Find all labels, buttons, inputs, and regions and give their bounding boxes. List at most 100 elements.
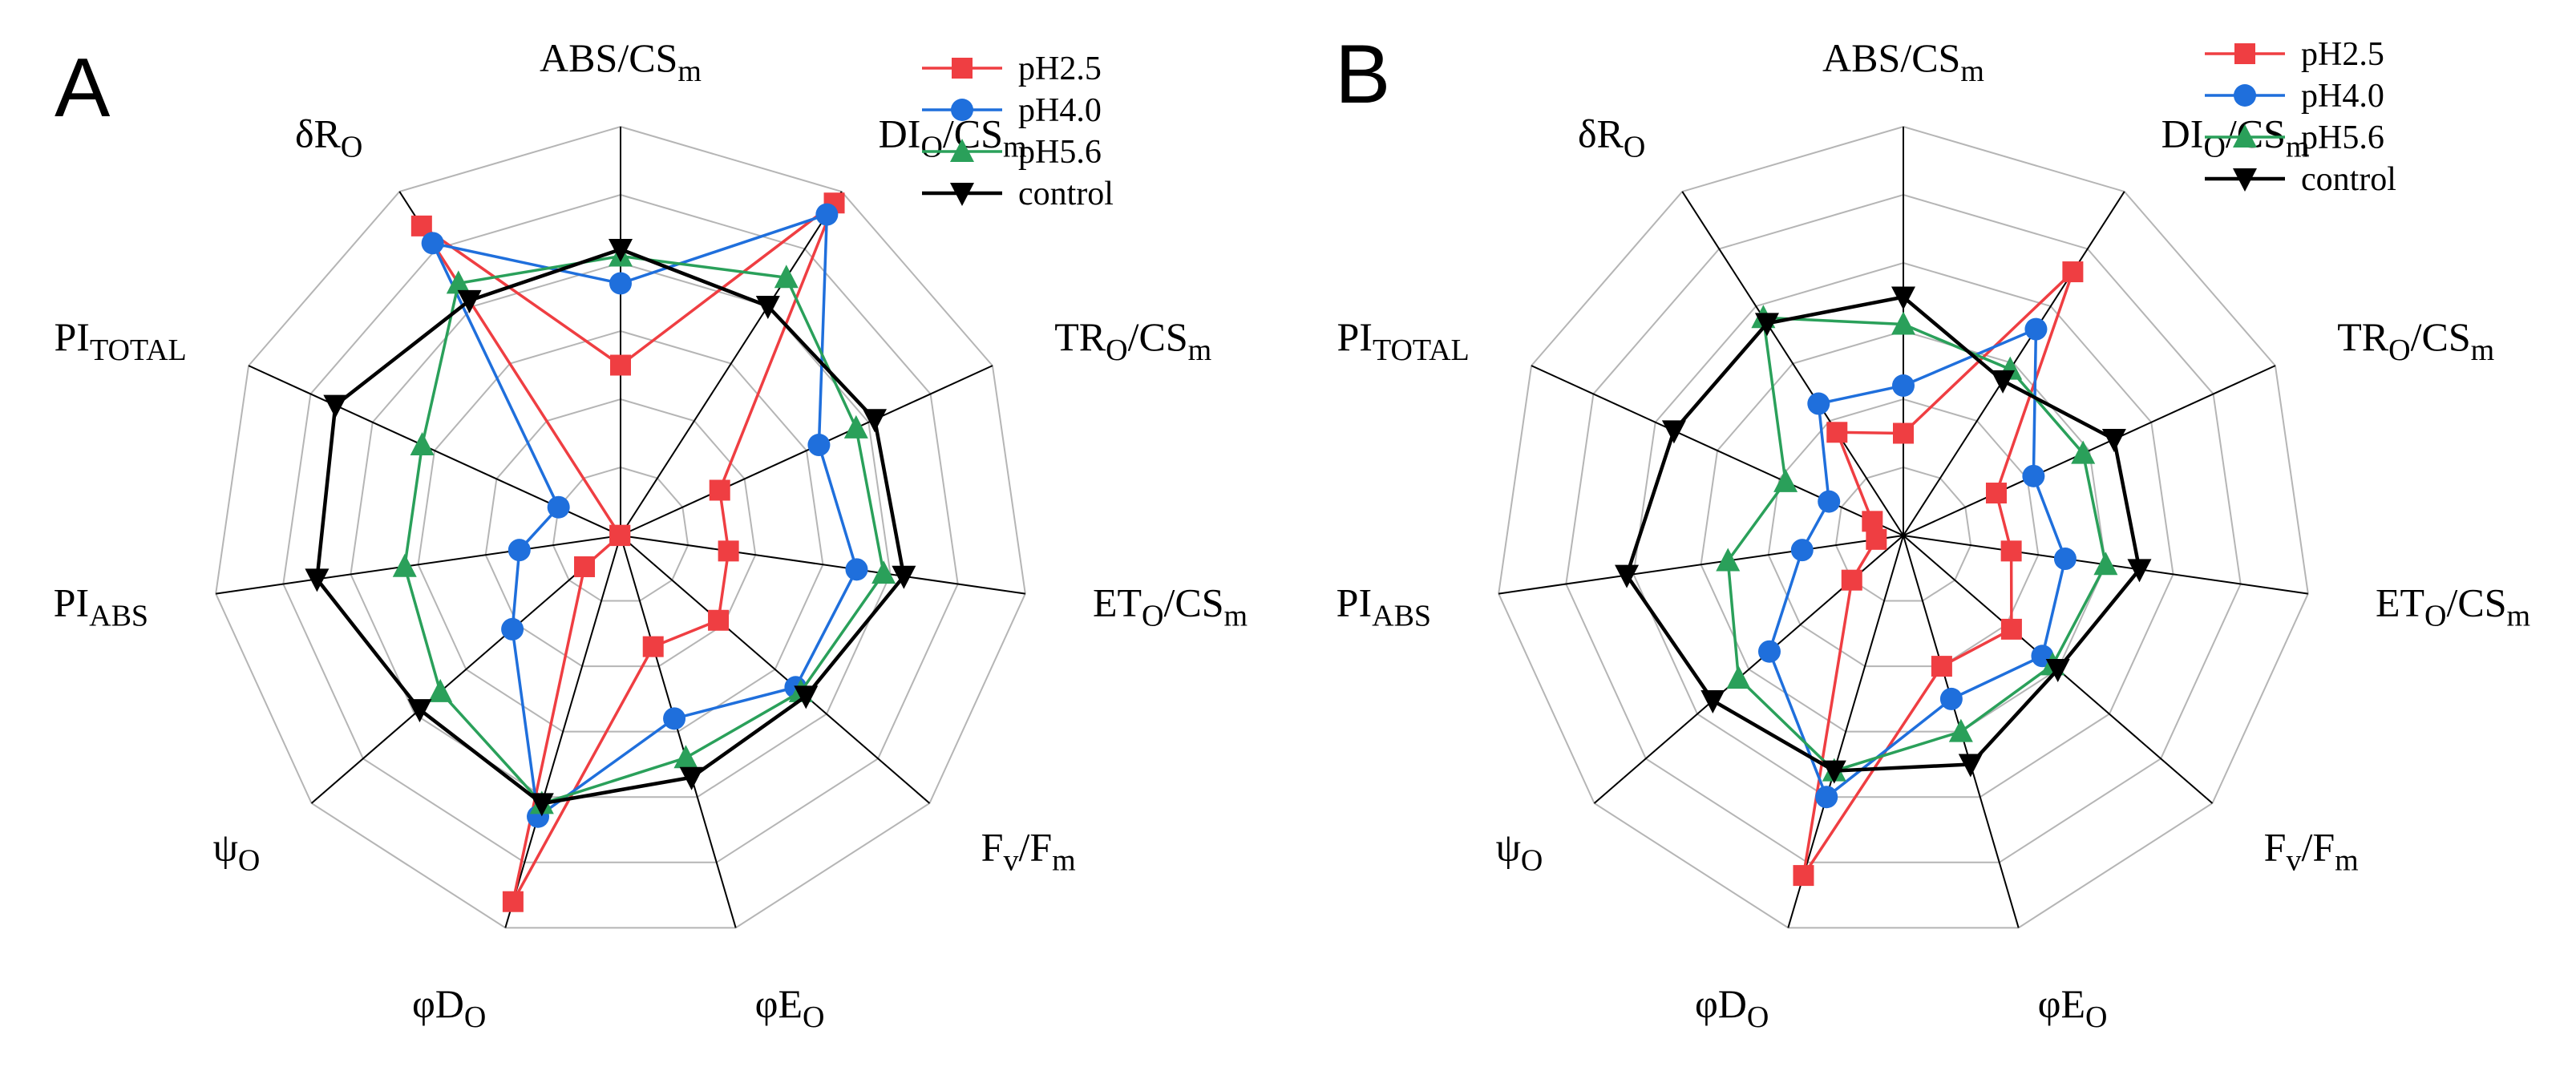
data-point <box>2101 428 2126 452</box>
series-line <box>402 254 885 806</box>
data-point <box>1793 865 1814 887</box>
grid-ring <box>1565 193 2242 863</box>
data-point <box>1826 422 1848 443</box>
data-point <box>2071 440 2096 464</box>
series-line <box>315 247 906 806</box>
data-point <box>1615 564 1640 588</box>
axis-label: DIO/CSm <box>2161 111 2310 164</box>
axis-label: φEO <box>755 981 825 1034</box>
data-point <box>1818 490 1841 513</box>
data-point <box>1948 718 1973 742</box>
grid-ring <box>1767 398 2040 668</box>
axis-label: ABS/CSm <box>1822 35 1984 88</box>
data-point <box>2022 464 2045 487</box>
data-point <box>1773 468 1798 492</box>
data-point <box>392 553 417 577</box>
series-line <box>1624 295 2141 773</box>
grid-ring <box>215 125 1026 929</box>
axis-labels: ABS/CSmDIO/CSmTRO/CSmETO/CSmFv/FmφEOφDOψ… <box>1337 35 2530 1034</box>
data-point <box>679 766 704 790</box>
data-point <box>610 354 631 376</box>
data-point <box>2127 559 2152 583</box>
data-point <box>1891 311 1915 335</box>
data-point <box>1661 420 1686 444</box>
data-point <box>718 540 739 562</box>
series-line <box>420 199 838 903</box>
legend-label: pH2.5 <box>2301 36 2384 73</box>
data-point <box>446 270 471 294</box>
data-point <box>1891 286 1915 310</box>
axis-spoke <box>310 535 621 804</box>
data-point <box>843 414 868 439</box>
data-point <box>1790 539 1814 562</box>
data-point <box>708 609 730 631</box>
axis-label: δRO <box>1578 111 1645 164</box>
data-point <box>502 891 524 912</box>
data-point <box>1807 392 1830 415</box>
legend-marker <box>2234 43 2255 64</box>
axis-label: ψO <box>1496 825 1543 878</box>
data-point <box>501 617 524 641</box>
data-point <box>1754 313 1779 337</box>
axis-spoke <box>1531 365 1904 536</box>
grid-ring <box>1498 125 2309 929</box>
data-point <box>794 685 819 709</box>
legend: pH2.5 pH4.0 pH5.6 control <box>2205 36 2396 198</box>
data-point <box>323 394 348 418</box>
data-point <box>574 556 596 577</box>
legend-marker <box>952 58 973 79</box>
data-point <box>529 793 554 817</box>
series-line <box>430 212 859 819</box>
data-point <box>609 272 632 295</box>
legend-marker <box>950 139 974 162</box>
data-point <box>457 289 482 313</box>
data-point <box>428 678 453 702</box>
axis-label: PITOTAL <box>1337 314 1470 367</box>
axis-label: Fv/Fm <box>981 825 1076 878</box>
data-point <box>1866 528 1887 550</box>
axis-spoke <box>620 535 737 928</box>
data-point <box>1716 548 1741 572</box>
data-point <box>845 558 868 581</box>
series-pH2-5 <box>1793 261 2084 887</box>
series-control <box>1615 286 2152 784</box>
legend-marker <box>2234 84 2256 107</box>
data-point <box>421 232 444 255</box>
panel-letter-a: A <box>55 42 111 135</box>
grid-ring <box>1700 329 2107 733</box>
legend-label: pH2.5 <box>1018 51 1102 87</box>
axis-spoke <box>620 535 1025 595</box>
axis-label: ETO/CSm <box>1093 580 1248 633</box>
data-point <box>1958 754 1983 778</box>
data-point <box>1892 374 1915 397</box>
radar-panel-a: A ABS/CSmDIO/CSmTRO/CSmETO/CSmFv/FmφEOφD… <box>54 35 1248 1034</box>
axis-spoke <box>620 365 993 536</box>
data-point <box>547 495 570 519</box>
data-point <box>1815 786 1838 809</box>
data-point <box>2000 540 2022 562</box>
data-point <box>2045 658 2070 682</box>
legend-marker <box>950 183 974 206</box>
axis-label: φEO <box>2038 981 2108 1034</box>
data-point <box>642 636 664 657</box>
data-point <box>2053 548 2077 571</box>
data-point <box>305 568 330 592</box>
legend-label: pH4.0 <box>2301 78 2384 115</box>
grid-ring <box>1834 466 1972 602</box>
axis-labels: ABS/CSmDIO/CSmTRO/CSmETO/CSmFv/FmφEOφDOψ… <box>54 35 1248 1034</box>
data-point <box>871 560 896 584</box>
data-point <box>892 565 916 589</box>
axis-spoke <box>620 191 843 536</box>
radar-panel-b: B ABS/CSmDIO/CSmTRO/CSmETO/CSmFv/FmφEOφD… <box>1335 28 2530 1034</box>
grid <box>1498 125 2309 929</box>
series-pH5-6 <box>392 243 896 814</box>
axis-spoke <box>216 535 621 595</box>
legend-label: pH5.6 <box>1018 134 1102 171</box>
axis-label: PITOTAL <box>55 314 187 367</box>
series-line <box>1768 326 2067 800</box>
legend-label: control <box>2301 161 2396 198</box>
axis-label: PIABS <box>1337 580 1431 633</box>
legend-label: pH5.6 <box>2301 119 2384 156</box>
